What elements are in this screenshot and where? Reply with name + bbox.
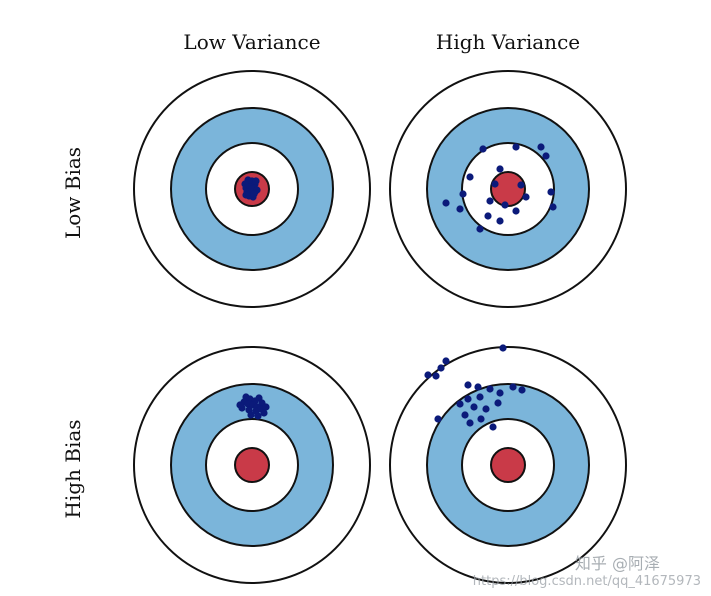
watermark-brand: 知乎 @阿泽 [575,554,660,573]
data-point [499,344,507,352]
data-point [464,395,472,403]
label-low-bias: Low Bias [61,147,85,239]
data-point [442,199,450,207]
data-point [466,419,474,427]
bullseye [490,171,526,207]
data-point [250,190,258,198]
data-point [459,190,467,198]
data-point [254,412,262,420]
data-point [496,389,504,397]
data-point [461,411,469,419]
target-low-bias-low-variance [133,70,371,308]
data-point [496,217,504,225]
data-point [477,415,485,423]
data-point [262,403,270,411]
data-point [456,400,464,408]
data-point [522,193,530,201]
target-low-bias-high-variance [389,70,627,308]
data-point [242,191,250,199]
data-point [482,405,490,413]
data-point [470,403,478,411]
data-point [432,372,440,380]
bullseye [490,447,526,483]
data-point [496,165,504,173]
data-point [501,201,509,209]
bullseye [234,447,270,483]
data-point [236,401,244,409]
data-point [484,212,492,220]
data-point [260,409,268,417]
data-point [486,197,494,205]
data-point [437,364,445,372]
data-point [509,383,517,391]
data-point [476,393,484,401]
data-point [537,143,545,151]
data-point [247,411,255,419]
data-point [547,188,555,196]
data-point [424,371,432,379]
data-point [491,180,499,188]
data-point [474,383,482,391]
data-point [518,386,526,394]
data-point [494,399,502,407]
data-point [486,385,494,393]
data-point [241,180,249,188]
data-point [512,143,520,151]
data-point [542,152,550,160]
data-point [456,205,464,213]
target-high-bias-high-variance [389,344,627,584]
label-high-bias: High Bias [61,419,85,518]
data-point [479,145,487,153]
data-point [252,177,260,185]
data-point [476,225,484,233]
data-point [512,207,520,215]
data-point [464,381,472,389]
data-point [549,203,557,211]
label-low-variance: Low Variance [183,30,320,54]
data-point [466,173,474,181]
data-point [517,181,525,189]
data-point [489,423,497,431]
watermark-url: https://blog.csdn.net/qq_41675973 [473,574,701,589]
data-point [434,415,442,423]
data-point [442,357,450,365]
label-high-variance: High Variance [436,30,580,54]
target-high-bias-low-variance [133,346,371,584]
